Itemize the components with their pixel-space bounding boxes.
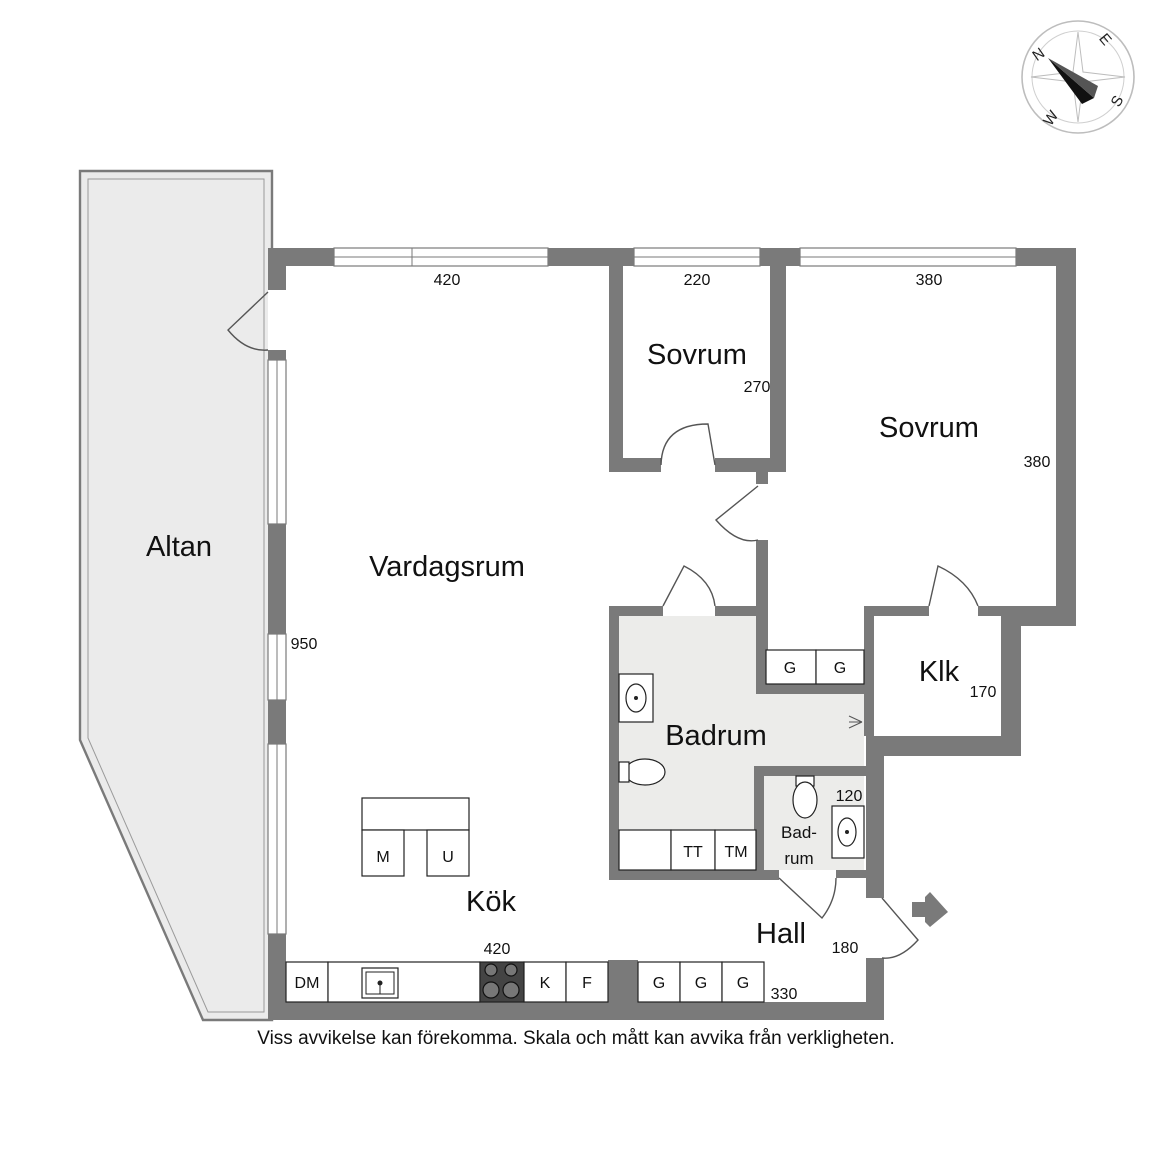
closet-cabinets bbox=[765, 649, 865, 685]
room-sovrum-large-label: Sovrum bbox=[879, 412, 979, 444]
room-vardagsrum-label: Vardagsrum bbox=[369, 551, 525, 583]
disclaimer-text: Viss avvikelse kan förekomma. Skala och … bbox=[257, 1028, 895, 1049]
altan-balcony bbox=[78, 169, 274, 1022]
fixture-k: K bbox=[540, 975, 551, 992]
windows bbox=[267, 247, 1017, 935]
kitchen-counter bbox=[285, 961, 609, 1003]
fixture-g-closet-2: G bbox=[834, 660, 846, 677]
fixture-g-hall-1: G bbox=[653, 975, 665, 992]
bathroom-fixtures bbox=[618, 673, 865, 859]
room-sovrum-small-label: Sovrum bbox=[647, 339, 747, 371]
room-klk-label: Klk bbox=[919, 656, 960, 688]
room-hall-label: Hall bbox=[756, 918, 806, 950]
fixture-u: U bbox=[442, 849, 454, 866]
compass-west: W bbox=[1040, 107, 1063, 129]
fixture-dm: DM bbox=[295, 975, 320, 992]
room-badrum-small-label-2: rum bbox=[784, 849, 813, 868]
bath-cabinets bbox=[618, 829, 757, 871]
fixture-tm: TM bbox=[724, 844, 747, 861]
room-altan-label: Altan bbox=[146, 531, 212, 563]
room-badrum-small-label-1: Bad- bbox=[781, 823, 817, 842]
dim-sovrum-large-width: 380 bbox=[916, 272, 943, 289]
dim-vardagsrum-width: 420 bbox=[434, 272, 461, 289]
room-kok-label: Kök bbox=[466, 886, 516, 918]
dim-sovrum-large-height: 380 bbox=[1024, 454, 1051, 471]
fixture-f: F bbox=[582, 975, 592, 992]
fixture-g-closet-1: G bbox=[784, 660, 796, 677]
kitchen-island bbox=[361, 797, 470, 877]
fixture-tt: TT bbox=[683, 844, 703, 861]
compass-rose-icon: N E S W bbox=[1021, 20, 1135, 134]
hall-storage bbox=[637, 961, 765, 1003]
fixture-g-hall-3: G bbox=[737, 975, 749, 992]
dim-badrum-small: 120 bbox=[836, 788, 863, 805]
room-badrum-label: Badrum bbox=[665, 720, 767, 752]
dim-klk-height: 170 bbox=[970, 684, 997, 701]
interior-walls bbox=[608, 248, 1008, 1020]
dim-hall-storage: 330 bbox=[771, 986, 798, 1003]
dim-kok-width: 420 bbox=[484, 941, 511, 958]
badrum-floor bbox=[619, 616, 864, 870]
dim-vardagsrum-height: 950 bbox=[291, 636, 318, 653]
fixture-g-hall-2: G bbox=[695, 975, 707, 992]
fixture-m: M bbox=[376, 849, 389, 866]
entrance-arrow-icon bbox=[912, 892, 948, 927]
dim-hall-width: 180 bbox=[832, 940, 859, 957]
dim-sovrum-small-width: 220 bbox=[684, 272, 711, 289]
compass-north: N bbox=[1029, 45, 1048, 65]
dim-sovrum-small-height: 270 bbox=[744, 379, 771, 396]
doors bbox=[227, 290, 979, 959]
